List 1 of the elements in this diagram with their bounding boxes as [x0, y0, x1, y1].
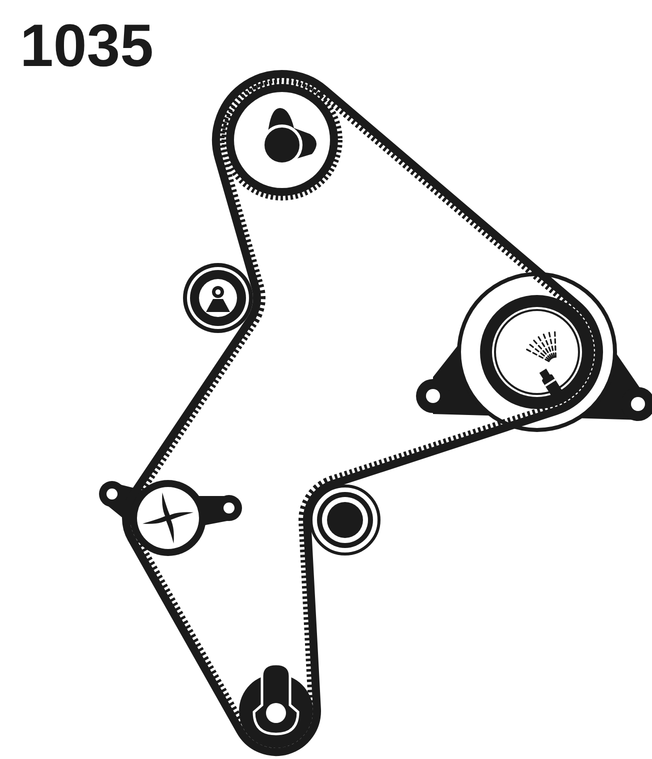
diagram-number: 1035 — [20, 16, 154, 76]
